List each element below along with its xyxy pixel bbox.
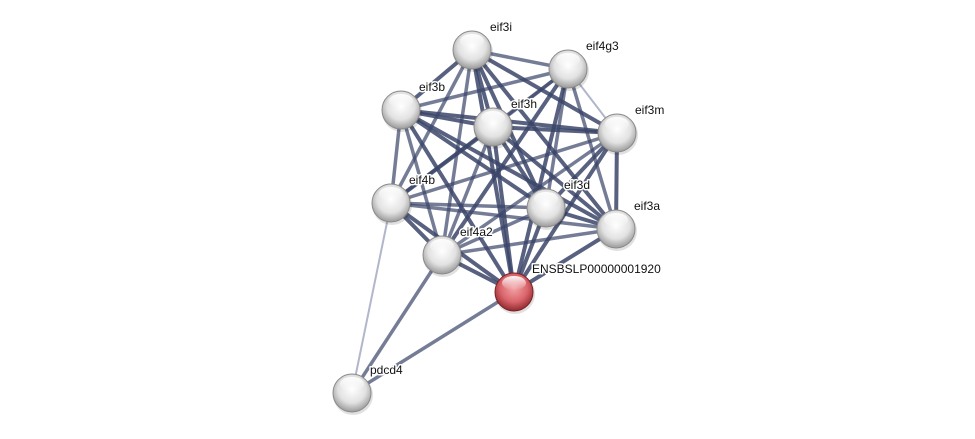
node-highlight xyxy=(430,239,454,253)
node-eif4b[interactable]: eif4b xyxy=(371,172,437,225)
node-label: eif4a2 xyxy=(460,225,493,239)
edge-eif4b-eif3d[interactable] xyxy=(390,201,547,210)
edge-eif4g3-eif3b[interactable] xyxy=(400,67,569,112)
edge-eif3a-eif4a2[interactable] xyxy=(441,227,617,257)
node-highlight xyxy=(481,111,505,125)
node-highlight xyxy=(340,377,364,391)
edge-eif4b-pdcd4[interactable] xyxy=(351,202,392,394)
edge-eif3b-eif3a[interactable] xyxy=(400,108,617,231)
node-highlight xyxy=(502,276,526,290)
node-eif3b[interactable]: eif3b xyxy=(381,79,447,132)
edge-ENSBSLP00000001920-pdcd4[interactable] xyxy=(351,290,515,395)
edge-eif3b-eif3d[interactable] xyxy=(399,108,548,210)
node-label: eif3d xyxy=(564,178,590,192)
edge-eif3h-eif4a2[interactable] xyxy=(440,126,495,256)
edge-eif4g3-eif4a2[interactable] xyxy=(440,67,570,257)
edge-eif4a2-pdcd4[interactable] xyxy=(350,254,444,394)
node-highlight xyxy=(604,213,628,227)
edge-eif4b-eif3a[interactable] xyxy=(390,201,617,231)
node-eif3d[interactable]: eif3d xyxy=(526,177,592,230)
edge-eif3a-ENSBSLP00000001920[interactable] xyxy=(512,227,618,294)
node-eif4a2[interactable]: eif4a2 xyxy=(422,224,495,277)
node-label: eif4b xyxy=(409,173,435,187)
node-eif3a[interactable]: eif3a xyxy=(596,198,662,251)
node-pdcd4[interactable]: pdcd4 xyxy=(332,362,405,415)
node-label: eif4g3 xyxy=(586,39,619,53)
node-eif3h[interactable]: eif3h xyxy=(473,96,539,149)
node-label: eif3h xyxy=(511,97,537,111)
edge-eif3b-ENSBSLP00000001920[interactable] xyxy=(399,108,516,294)
edge-eif3m-eif4b[interactable] xyxy=(390,131,618,205)
edge-eif3h-ENSBSLP00000001920[interactable] xyxy=(491,126,516,293)
node-ENSBSLP00000001920[interactable]: ENSBSLP00000001920 xyxy=(494,261,663,314)
node-highlight xyxy=(556,53,580,67)
node-label: eif3a xyxy=(634,199,660,213)
edge-eif3i-eif3a[interactable] xyxy=(470,48,618,231)
edge-eif4g3-ENSBSLP00000001920[interactable] xyxy=(512,68,570,293)
edge-eif3h-eif4b[interactable] xyxy=(389,125,495,205)
edge-eif3h-eif3m[interactable] xyxy=(492,125,618,135)
node-label: ENSBSLP00000001920 xyxy=(532,262,661,276)
node-label: eif3m xyxy=(635,103,664,117)
node-layer: eif3i eif4g3 eif3b eif3h eif3m eif4b eif3d eif3… xyxy=(332,19,666,415)
node-label: pdcd4 xyxy=(370,363,403,377)
node-highlight xyxy=(605,117,629,131)
node-highlight xyxy=(460,34,484,48)
node-eif3m[interactable]: eif3m xyxy=(597,102,666,155)
edge-eif3i-eif3m[interactable] xyxy=(471,48,618,135)
edge-eif3m-eif4a2[interactable] xyxy=(440,131,619,257)
node-eif4g3[interactable]: eif4g3 xyxy=(548,38,621,91)
node-highlight xyxy=(389,94,413,108)
node-highlight xyxy=(534,192,558,206)
node-highlight xyxy=(379,187,403,201)
node-label: eif3i xyxy=(490,20,512,34)
node-eif3i[interactable]: eif3i xyxy=(452,19,514,72)
node-label: eif3b xyxy=(419,80,445,94)
